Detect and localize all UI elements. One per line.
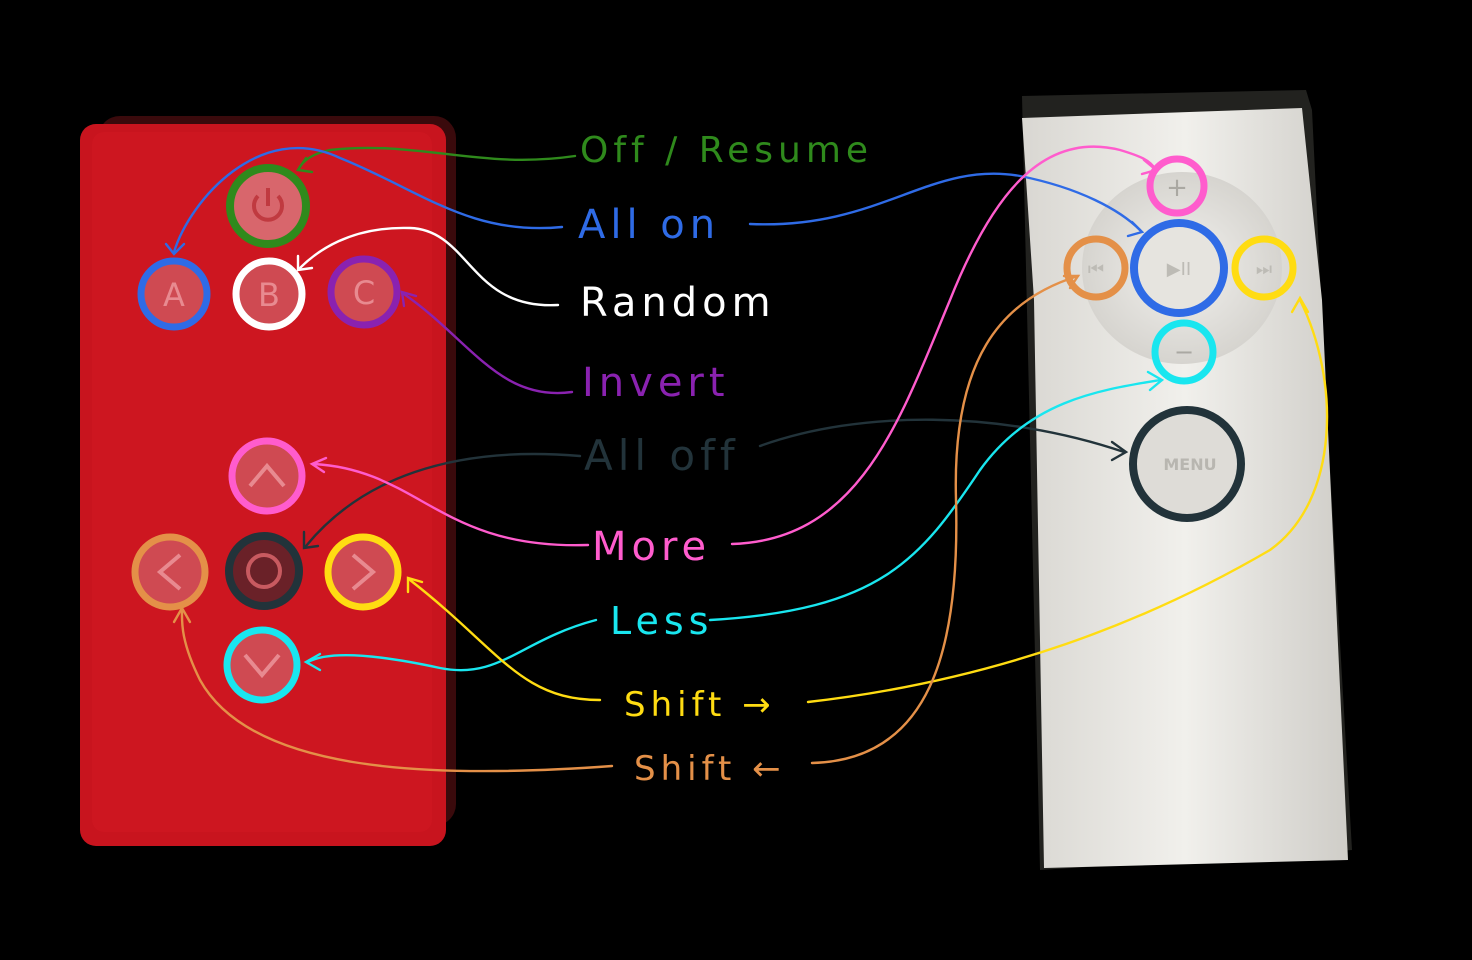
red-b-button[interactable]: B	[232, 257, 306, 331]
red-right-button[interactable]	[324, 533, 402, 611]
label-invert: Invert	[582, 360, 730, 406]
connector-shift-right-left	[408, 578, 602, 702]
chevron-up-icon	[248, 462, 286, 488]
red-up-button[interactable]	[228, 437, 306, 515]
white-play-pause-button[interactable]: ▶II	[1130, 219, 1228, 317]
connector-shift-left-right	[810, 274, 1080, 765]
circle-icon	[246, 553, 282, 589]
connector-shift-left-left	[180, 608, 614, 773]
label-random: Random	[580, 280, 776, 326]
connector-shift-right-right	[806, 298, 1329, 704]
minus-icon: −	[1174, 338, 1194, 366]
red-power-button[interactable]	[226, 164, 310, 248]
chevron-left-icon	[156, 553, 182, 591]
arrowheads	[164, 156, 1310, 672]
power-icon	[252, 188, 284, 222]
label-shift-right: Shift →	[624, 685, 776, 725]
white-remote: + ▶II ⏮ ⏭ − MENU	[1022, 90, 1352, 870]
plus-icon: +	[1166, 173, 1188, 203]
a-button-label: A	[163, 276, 185, 314]
white-dpad	[1082, 172, 1282, 364]
connector-all-off-right	[758, 418, 1126, 454]
red-a-button[interactable]: A	[137, 257, 211, 331]
label-more: More	[592, 524, 711, 570]
connectors	[172, 145, 1329, 773]
labels: Off / Resume All on Random Invert All of…	[578, 130, 873, 789]
label-all-off: All off	[584, 431, 740, 480]
connector-all-on-right	[748, 172, 1142, 232]
red-c-button[interactable]: C	[327, 255, 401, 329]
label-less: Less	[610, 599, 713, 643]
white-prev-button[interactable]: ⏮	[1063, 235, 1129, 301]
white-next-button[interactable]: ⏭	[1231, 235, 1297, 301]
connector-less-left	[306, 618, 598, 672]
connector-all-on-left	[172, 146, 564, 254]
red-remote: A B C	[80, 116, 456, 846]
c-button-label: C	[353, 274, 375, 312]
label-all-on: All on	[578, 202, 720, 248]
red-center-button[interactable]	[225, 532, 303, 610]
label-shift-left: Shift ←	[634, 749, 786, 789]
chevron-down-icon	[243, 653, 281, 679]
previous-track-icon: ⏮	[1088, 259, 1104, 280]
play-pause-icon: ▶II	[1167, 259, 1191, 280]
connector-all-off-left	[304, 452, 582, 548]
connector-more-left	[312, 462, 590, 547]
white-menu-button[interactable]: MENU	[1129, 406, 1245, 522]
red-left-button[interactable]	[131, 533, 209, 611]
b-button-label: B	[258, 276, 280, 314]
connector-random	[298, 226, 560, 307]
chevron-right-icon	[351, 553, 377, 591]
next-track-icon: ⏭	[1256, 259, 1272, 280]
connector-less-right	[708, 378, 1162, 622]
connector-invert	[402, 292, 574, 395]
white-plus-button[interactable]: +	[1146, 155, 1208, 217]
connector-more-right	[730, 145, 1158, 546]
menu-button-label: MENU	[1163, 455, 1216, 474]
white-minus-button[interactable]: −	[1151, 319, 1217, 385]
label-off-resume: Off / Resume	[580, 130, 873, 171]
connector-off-resume	[296, 146, 577, 172]
red-down-button[interactable]	[223, 626, 301, 704]
